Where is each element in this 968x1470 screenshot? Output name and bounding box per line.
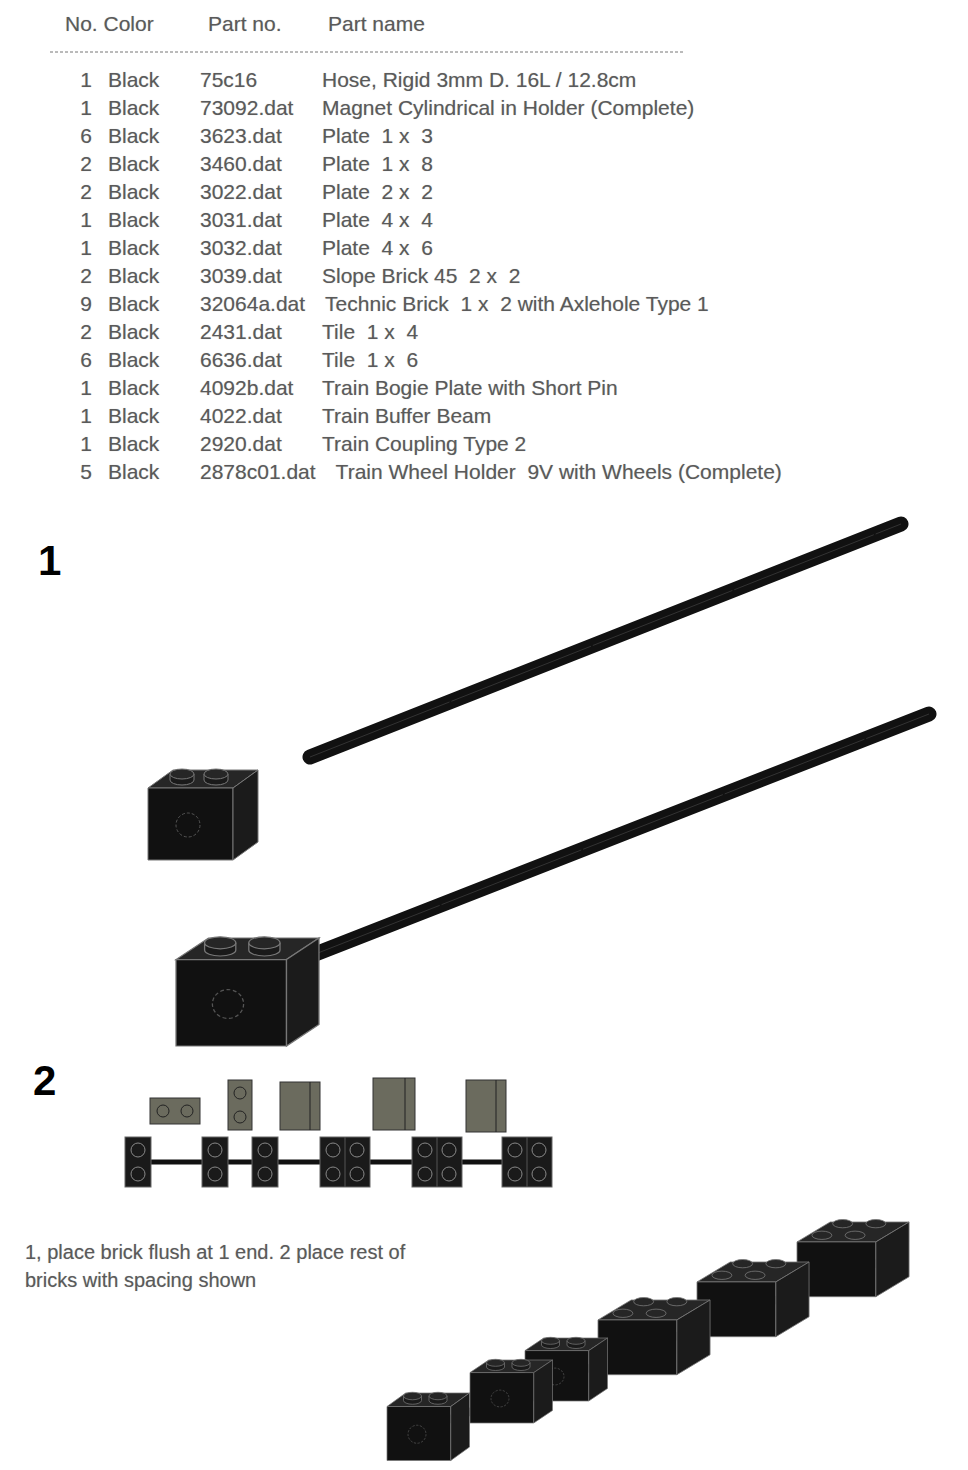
part-number-cell: 2878c01.dat xyxy=(200,460,316,484)
part-number-cell: 2431.dat xyxy=(200,320,282,344)
color-cell: Black xyxy=(108,208,159,232)
color-cell: Black xyxy=(108,292,159,316)
quantity-cell: 2 xyxy=(80,264,92,288)
part-number-cell: 2920.dat xyxy=(200,432,282,456)
part-name-cell: Train Coupling Type 2 xyxy=(322,432,526,456)
part-number-cell: 4022.dat xyxy=(200,404,282,428)
quantity-cell: 2 xyxy=(80,320,92,344)
part-name-cell: Slope Brick 45 2 x 2 xyxy=(322,264,520,288)
quantity-cell: 1 xyxy=(80,404,92,428)
color-cell: Black xyxy=(108,236,159,260)
quantity-cell: 2 xyxy=(80,152,92,176)
part-name-cell: Plate 2 x 2 xyxy=(322,180,433,204)
quantity-cell: 1 xyxy=(80,208,92,232)
color-cell: Black xyxy=(108,180,159,204)
part-number-cell: 75c16 xyxy=(200,68,257,92)
part-name-cell: Plate 4 x 4 xyxy=(322,208,433,232)
color-cell: Black xyxy=(108,404,159,428)
color-cell: Black xyxy=(108,152,159,176)
quantity-cell: 1 xyxy=(80,68,92,92)
table-header: No. Color xyxy=(65,12,154,36)
step-number: 1 xyxy=(38,538,61,584)
quantity-cell: 9 xyxy=(80,292,92,316)
part-name-cell: Train Bogie Plate with Short Pin xyxy=(322,376,618,400)
part-name-cell: Hose, Rigid 3mm D. 16L / 12.8cm xyxy=(322,68,636,92)
color-cell: Black xyxy=(108,96,159,120)
quantity-cell: 6 xyxy=(80,124,92,148)
part-number-cell: 3039.dat xyxy=(200,264,282,288)
color-cell: Black xyxy=(108,460,159,484)
color-cell: Black xyxy=(108,432,159,456)
table-header: Part name xyxy=(328,12,425,36)
color-cell: Black xyxy=(108,264,159,288)
part-number-cell: 3032.dat xyxy=(200,236,282,260)
instruction-note: 1, place brick flush at 1 end. 2 place r… xyxy=(25,1238,445,1294)
quantity-cell: 6 xyxy=(80,348,92,372)
part-name-cell: Technic Brick 1 x 2 with Axlehole Type 1 xyxy=(325,292,709,316)
part-name-cell: Plate 1 x 8 xyxy=(322,152,433,176)
color-cell: Black xyxy=(108,376,159,400)
color-cell: Black xyxy=(108,124,159,148)
part-name-cell: Plate 4 x 6 xyxy=(322,236,433,260)
part-name-cell: Tile 1 x 4 xyxy=(322,320,418,344)
part-number-cell: 73092.dat xyxy=(200,96,293,120)
quantity-cell: 1 xyxy=(80,236,92,260)
quantity-cell: 1 xyxy=(80,96,92,120)
quantity-cell: 2 xyxy=(80,180,92,204)
part-number-cell: 3623.dat xyxy=(200,124,282,148)
table-header: Part no. xyxy=(208,12,282,36)
color-cell: Black xyxy=(108,348,159,372)
part-number-cell: 3460.dat xyxy=(200,152,282,176)
quantity-cell: 1 xyxy=(80,432,92,456)
part-name-cell: Magnet Cylindrical in Holder (Complete) xyxy=(322,96,694,120)
part-number-cell: 4092b.dat xyxy=(200,376,293,400)
part-name-cell: Plate 1 x 3 xyxy=(322,124,433,148)
step-number: 2 xyxy=(33,1058,56,1104)
color-cell: Black xyxy=(108,320,159,344)
color-cell: Black xyxy=(108,68,159,92)
part-name-cell: Train Wheel Holder 9V with Wheels (Compl… xyxy=(336,460,782,484)
part-name-cell: Train Buffer Beam xyxy=(322,404,491,428)
quantity-cell: 5 xyxy=(80,460,92,484)
part-name-cell: Tile 1 x 6 xyxy=(322,348,418,372)
part-number-cell: 6636.dat xyxy=(200,348,282,372)
part-number-cell: 32064a.dat xyxy=(200,292,305,316)
part-number-cell: 3031.dat xyxy=(200,208,282,232)
part-number-cell: 3022.dat xyxy=(200,180,282,204)
quantity-cell: 1 xyxy=(80,376,92,400)
